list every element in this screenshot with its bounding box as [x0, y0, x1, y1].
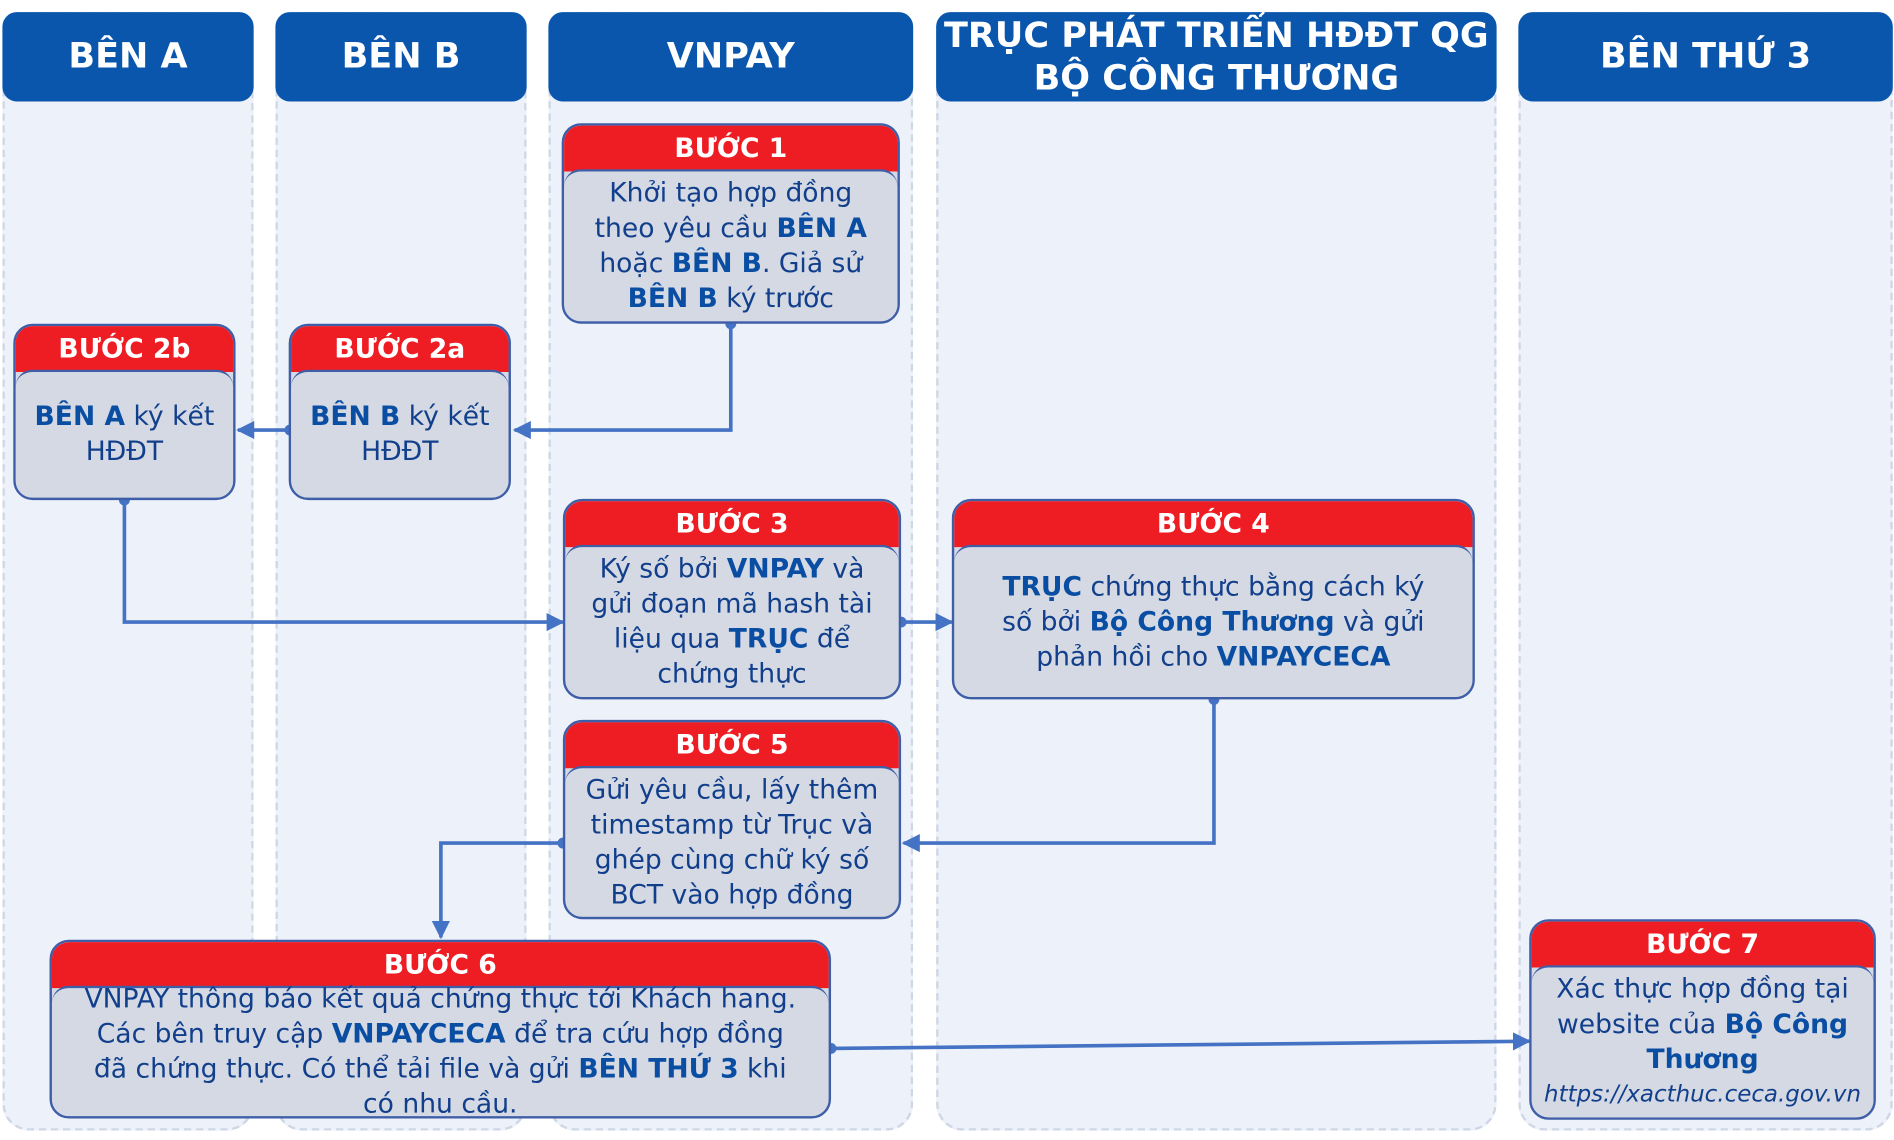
verification-url: https://xacthuc.ceca.gov.vn: [1544, 1081, 1862, 1108]
text: chứng thực bằng cách ký số bởi: [1002, 571, 1425, 638]
step-7-body: Xác thực hợp đồng tại website của Bộ Côn…: [1531, 965, 1874, 1118]
step-2b-title: BƯỚC 2b: [15, 326, 234, 373]
step-2b-box: BƯỚC 2b BÊN A ký kết HĐĐT: [13, 323, 236, 501]
step-2a-title: BƯỚC 2a: [291, 326, 509, 373]
text: để tra cứu hợp đồng đã chứng thực. Có th…: [93, 1019, 784, 1085]
emphasis: Bộ Công Thương: [1089, 606, 1335, 638]
text: để chứng thực: [657, 624, 851, 690]
step-6-title: BƯỚC 6: [51, 942, 829, 989]
text: . Giả sử: [761, 248, 863, 280]
emphasis: TRỤC: [728, 624, 809, 655]
emphasis: Bộ Công Thương: [1646, 1009, 1849, 1076]
emphasis: TRỤC: [1002, 571, 1083, 603]
step-7-box: BƯỚC 7 Xác thực hợp đồng tại website của…: [1529, 919, 1876, 1120]
lane-header-label-line1: TRỤC PHÁT TRIỂN HĐĐT QG: [944, 14, 1489, 56]
connector-step2b-to-step3: [122, 500, 565, 632]
step-4-title: BƯỚC 4: [954, 501, 1473, 548]
lane-header-ben-thu-3: BÊN THỨ 3: [1518, 12, 1893, 102]
text: ký kết HĐĐT: [361, 402, 490, 468]
lane-header-label: BÊN A: [68, 35, 188, 77]
lane-header-label: BÊN B: [341, 35, 461, 77]
step-1-box: BƯỚC 1 Khởi tạo hợp đồng theo yêu cầu BÊ…: [561, 123, 900, 324]
step-2a-body: BÊN B ký kết HĐĐT: [291, 369, 509, 498]
text: VNPAY thông báo kết quả chứng thực tới K…: [84, 984, 797, 1050]
emphasis: BÊN A: [776, 213, 867, 244]
text: Gửi yêu cầu, lấy thêm timestamp từ Trục …: [585, 774, 879, 911]
step-4-body: TRỤC chứng thực bằng cách ký số bởi Bộ C…: [954, 544, 1473, 697]
step-5-title: BƯỚC 5: [565, 722, 899, 769]
step-2a-box: BƯỚC 2a BÊN B ký kết HĐĐT: [288, 323, 511, 501]
lane-header-label: BÊN THỨ 3: [1599, 35, 1812, 77]
lane-header-label-line2: BỘ CÔNG THƯƠNG: [1033, 56, 1400, 98]
step-6-box: BƯỚC 6 VNPAY thông báo kết quả chứng thự…: [49, 939, 832, 1119]
text: và gửi đoạn mã hash tài liệu qua: [591, 554, 873, 655]
text: ký trước: [717, 283, 834, 315]
step-2b-body: BÊN A ký kết HĐĐT: [15, 369, 234, 498]
text: Xác thực hợp đồng tại website của: [1556, 974, 1849, 1041]
lane-header-ben-b: BÊN B: [275, 12, 527, 102]
text: Ký số bởi: [599, 554, 727, 585]
connector-step4-to-step5: [901, 699, 1216, 853]
lane-header-truc: TRỤC PHÁT TRIỂN HĐĐT QG BỘ CÔNG THƯƠNG: [936, 12, 1497, 102]
text: hoặc: [599, 248, 672, 280]
connector-step6-to-step7: [831, 1032, 1532, 1051]
connector-step5-to-step6: [431, 841, 563, 940]
step-1-body: Khởi tạo hợp đồng theo yêu cầu BÊN A hoặ…: [564, 169, 898, 322]
emphasis: BÊN B: [310, 402, 401, 433]
emphasis: BÊN A: [34, 402, 126, 433]
text: ký kết HĐĐT: [85, 402, 215, 468]
emphasis: VNPAYCECA: [1216, 642, 1391, 673]
step-5-box: BƯỚC 5 Gửi yêu cầu, lấy thêm timestamp t…: [562, 719, 902, 920]
text: Khởi tạo hợp đồng theo yêu cầu: [594, 178, 853, 244]
emphasis: VNPAY: [726, 554, 824, 585]
emphasis: VNPAYCECA: [331, 1019, 506, 1050]
emphasis: BÊN THỨ 3: [578, 1054, 739, 1085]
lane-header-vnpay: VNPAY: [548, 12, 914, 102]
lane-header-ben-a: BÊN A: [2, 12, 254, 102]
text: và gửi phản hồi cho: [1036, 606, 1425, 673]
step-3-title: BƯỚC 3: [565, 501, 899, 548]
step-6-body: VNPAY thông báo kết quả chứng thực tới K…: [51, 984, 829, 1119]
text: khi có nhu cầu.: [363, 1054, 787, 1119]
step-3-box: BƯỚC 3 Ký số bởi VNPAY và gửi đoạn mã ha…: [562, 498, 902, 700]
step-4-box: BƯỚC 4 TRỤC chứng thực bằng cách ký số b…: [951, 498, 1475, 700]
step-7-title: BƯỚC 7: [1531, 921, 1874, 968]
lane-header-label: VNPAY: [666, 35, 795, 77]
step-3-body: Ký số bởi VNPAY và gửi đoạn mã hash tài …: [565, 544, 899, 697]
step-5-body: Gửi yêu cầu, lấy thêm timestamp từ Trục …: [565, 765, 899, 917]
step-1-title: BƯỚC 1: [564, 125, 898, 172]
emphasis: BÊN B: [671, 248, 762, 280]
connector-step1-to-step2a: [512, 323, 733, 440]
emphasis: BÊN B: [627, 283, 718, 315]
